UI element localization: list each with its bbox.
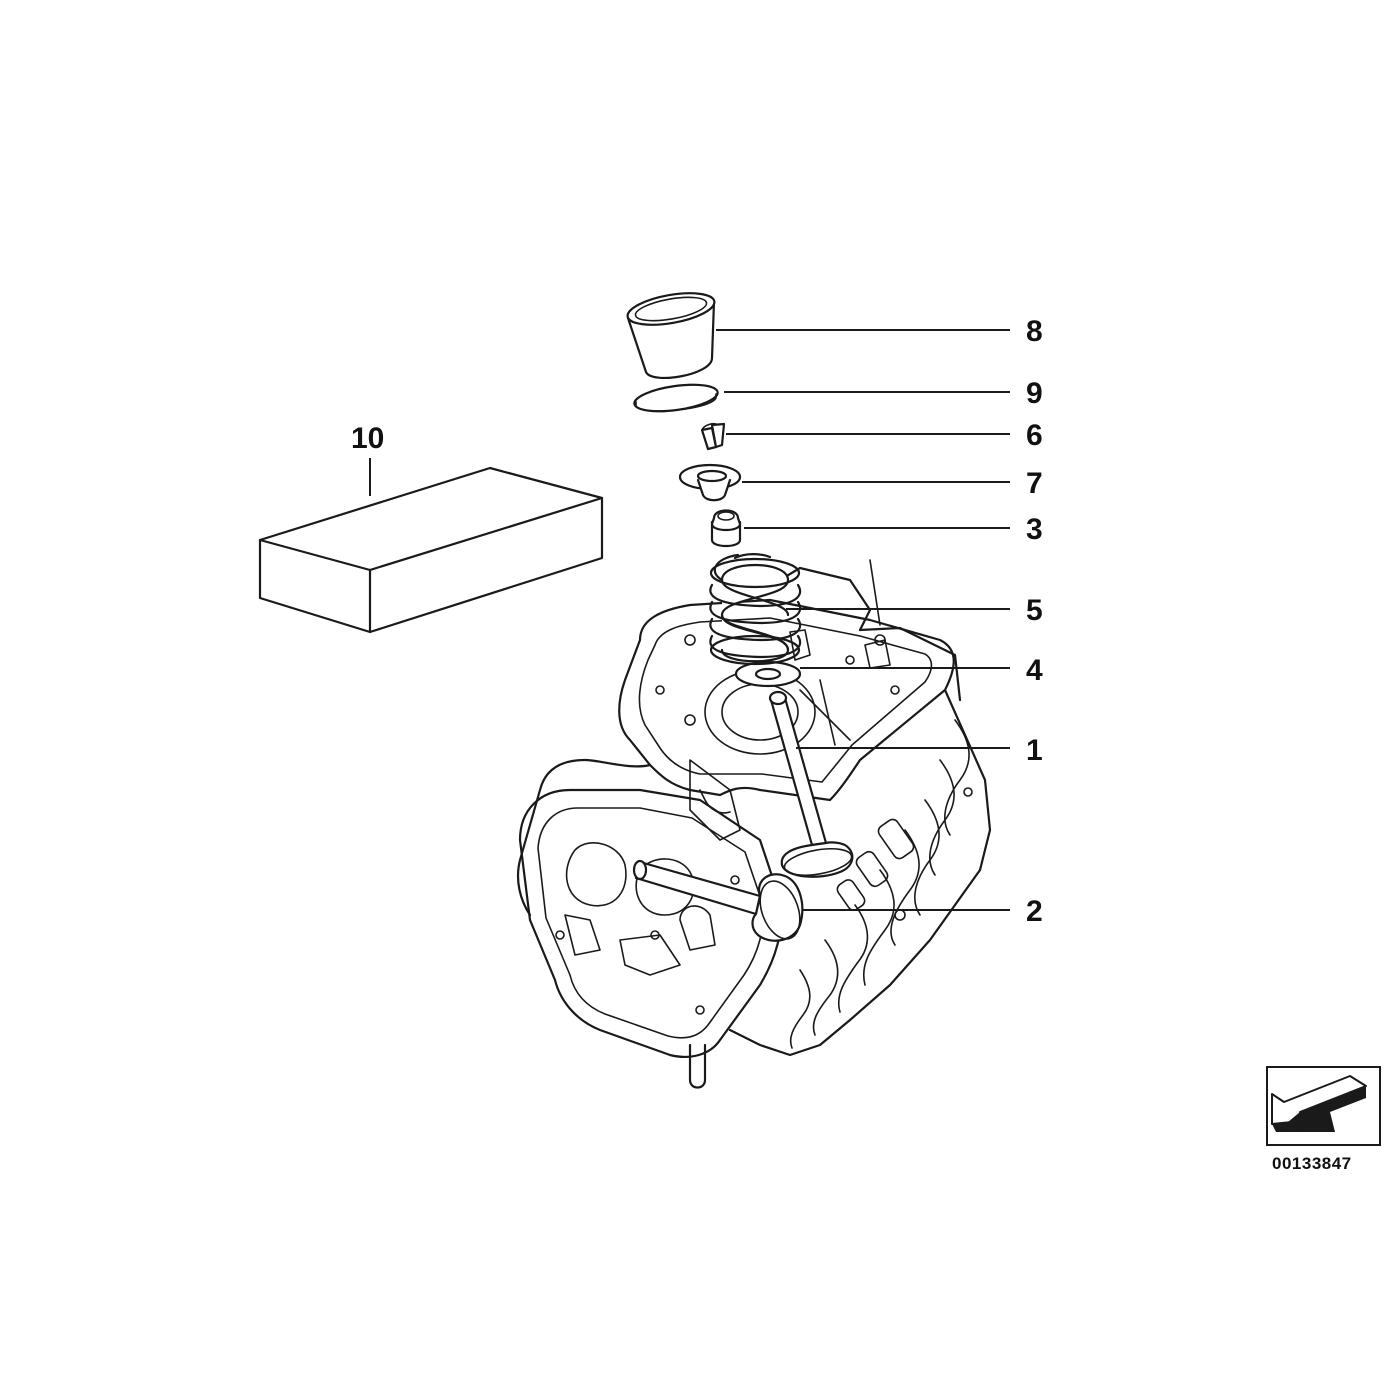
callout-10: 10 [351, 422, 384, 455]
callout-7: 7 [1026, 467, 1043, 500]
valve-cotter[interactable] [700, 422, 726, 451]
callout-3: 3 [1026, 513, 1043, 546]
adjusting-shim[interactable] [633, 380, 720, 415]
callout-4: 4 [1026, 654, 1043, 687]
valve-stem-seal[interactable] [710, 509, 742, 548]
callout-2: 2 [1026, 895, 1043, 928]
valve-spring[interactable] [709, 553, 802, 666]
callout-labels: 8 9 6 7 3 5 4 1 2 10 [351, 315, 1043, 928]
callout-9: 9 [1026, 377, 1043, 410]
callout-5: 5 [1026, 594, 1043, 627]
valve-1[interactable] [768, 690, 854, 880]
spring-seat-washer[interactable] [734, 660, 802, 688]
reference-number: 00133847 [1272, 1154, 1352, 1173]
callout-1: 1 [1026, 734, 1043, 767]
bucket-tappet[interactable] [625, 288, 717, 380]
orientation-arrow-icon [1266, 1066, 1381, 1146]
callout-6: 6 [1026, 419, 1043, 452]
valve-2[interactable] [632, 859, 807, 944]
kit-box[interactable] [258, 466, 604, 634]
callout-8: 8 [1026, 315, 1043, 348]
leader-lines [369, 329, 1010, 911]
cylinder-head [516, 559, 992, 1089]
spring-retainer[interactable] [678, 463, 742, 502]
